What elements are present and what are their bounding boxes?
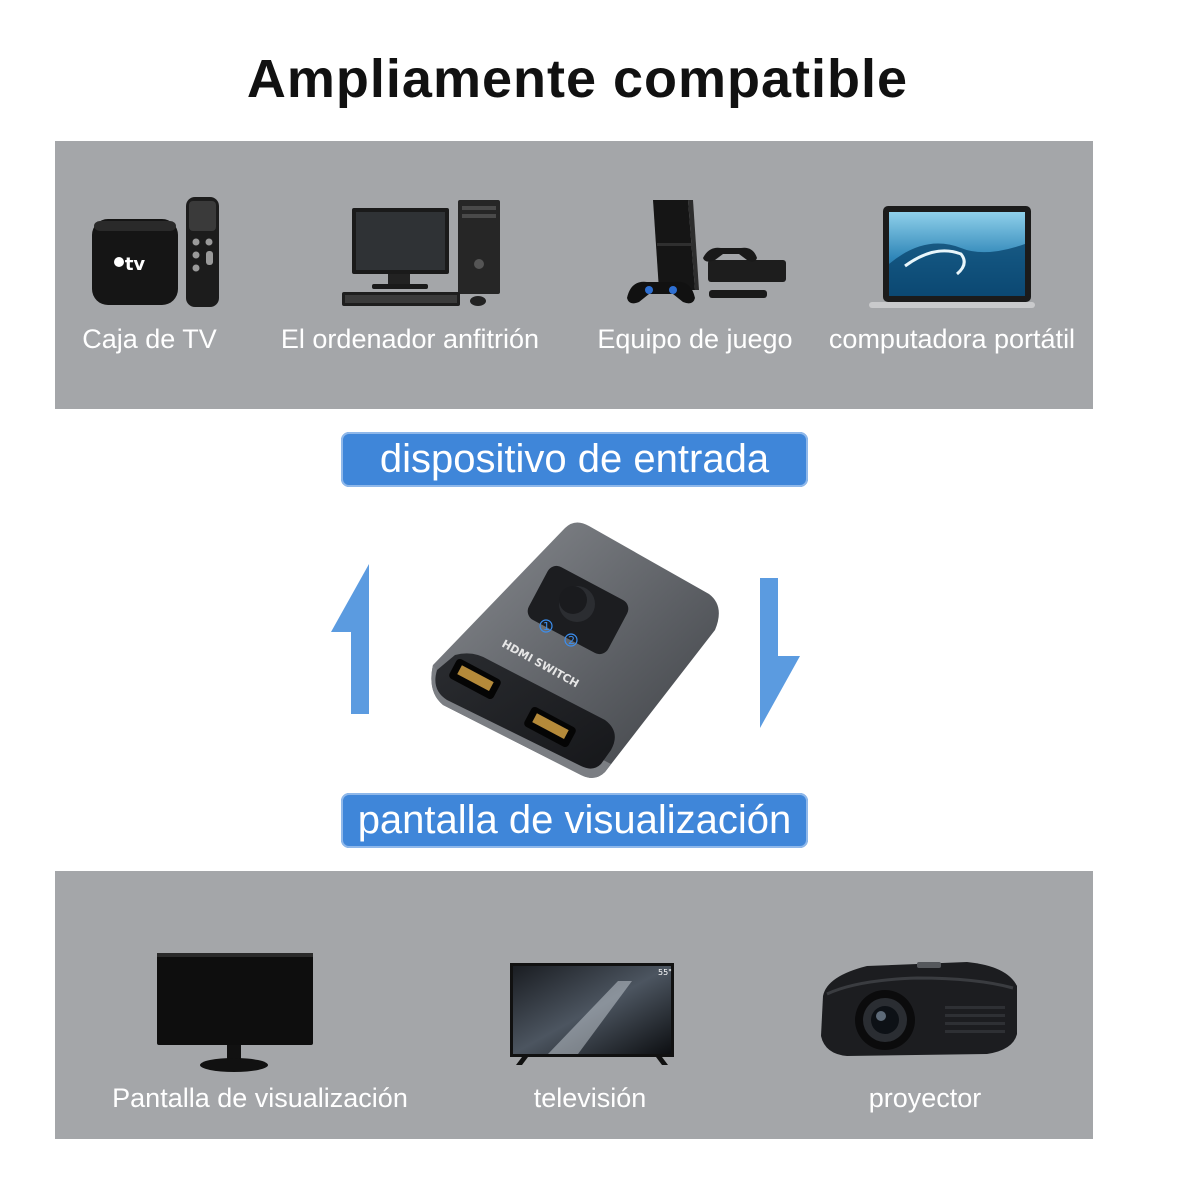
game-console-icon <box>623 198 788 315</box>
television-icon: 55" <box>508 961 678 1071</box>
tv-logo-text: tv <box>125 254 146 275</box>
page-title: Ampliamente compatible <box>246 49 909 109</box>
output-device-pill: pantalla de visualización <box>341 793 808 848</box>
port-2-indicator: 2 <box>568 634 575 647</box>
desktop-computer-icon <box>340 198 505 315</box>
projector-icon <box>817 956 1022 1071</box>
input-devices-panel: tv Caja de TV El ordenador anfitrió <box>55 141 1093 409</box>
output-label-television: televisión <box>533 1083 647 1113</box>
input-label-laptop: computadora portátil <box>828 324 1076 354</box>
input-label-game-console: Equipo de juego <box>597 324 793 354</box>
arrow-up-icon <box>329 562 374 722</box>
hdmi-switch-device: 1 2 HDMI SWITCH <box>425 520 725 790</box>
laptop-icon <box>865 204 1035 315</box>
port-1-indicator: 1 <box>543 620 550 633</box>
tv-size-badge: 55" <box>658 968 672 977</box>
arrow-down-icon <box>758 576 803 736</box>
output-label-projector: proyector <box>868 1083 982 1113</box>
apple-tv-icon: tv <box>90 196 220 316</box>
monitor-icon <box>155 951 315 1081</box>
input-label-host-computer: El ordenador anfitrión <box>280 324 540 354</box>
input-device-pill: dispositivo de entrada <box>341 432 808 487</box>
output-label-display: Pantalla de visualización <box>112 1083 408 1113</box>
output-devices-panel: Pantalla de visualización 55" televisión <box>55 871 1093 1139</box>
input-label-tv-box: Caja de TV <box>82 324 217 354</box>
